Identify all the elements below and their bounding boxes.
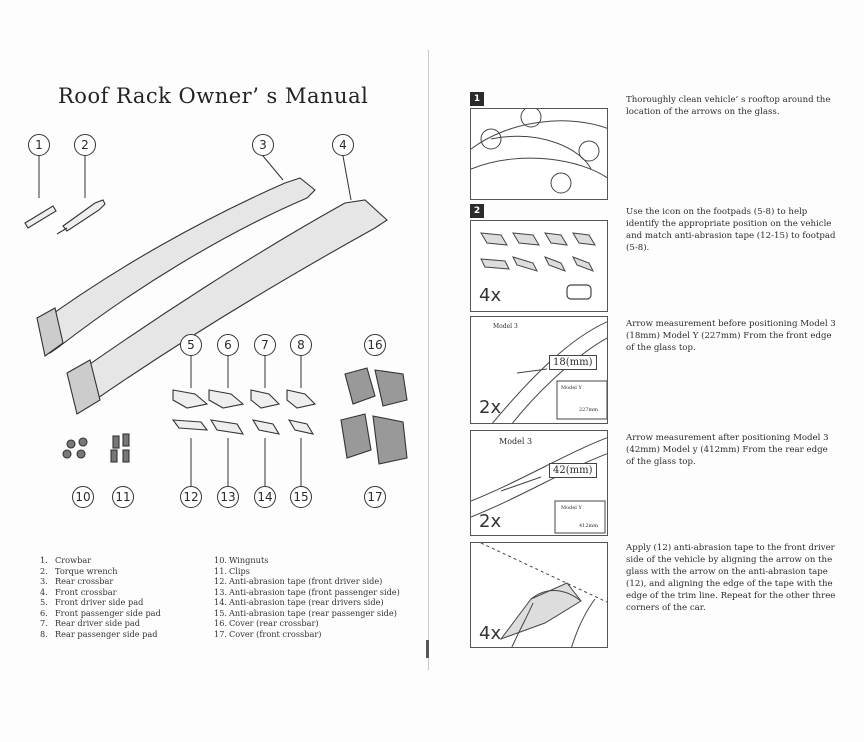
callout-15: 15 (290, 486, 312, 508)
callout-5: 5 (180, 334, 202, 356)
front-crossbar-illustration (69, 199, 388, 409)
legend-item: 5.Front driver side pad (40, 597, 144, 607)
parts-drawing (24, 155, 408, 488)
clips-illustration (110, 433, 130, 463)
step-5-text: Apply (12) anti-abrasion tape to the fro… (626, 543, 836, 613)
step-4-illustration: Model 3 42(mm) Model Y 412mm 2x (470, 430, 608, 536)
callout-11: 11 (112, 486, 134, 508)
step-3-measure-b: 227mm (579, 407, 599, 413)
legend-item: 14.Anti-abrasion tape (rear drivers side… (214, 597, 384, 607)
step-4-multiplier: 2x (479, 511, 502, 532)
legend-item: 6.Front passenger side pad (40, 607, 161, 618)
callout-17: 17 (364, 486, 386, 508)
car-roof-diagram (471, 109, 607, 194)
step-4-measure: 42(mm) (549, 463, 597, 478)
callout-7: 7 (254, 334, 276, 356)
pad-6-illustration (208, 389, 245, 409)
step-2-text: Use the icon on the footpads (5-8) to he… (626, 207, 836, 253)
pad-7-illustration (250, 389, 281, 409)
callout-13: 13 (217, 486, 239, 508)
legend-item: 7.Rear driver side pad (40, 618, 141, 628)
step-4-model-b: Model Y (561, 505, 582, 511)
legend-item: 1.Crowbar (40, 555, 92, 565)
cover-17a-illustration (340, 413, 372, 459)
step-4-text: Arrow measurement after positioning Mode… (626, 433, 829, 467)
parts-legend-col1: 1.Crowbar 2.Torque wrench 3.Rear crossba… (40, 555, 161, 639)
callout-2: 2 (74, 134, 96, 156)
step-3-illustration: Model 3 18(mm) Model Y 227mm 2x (470, 316, 608, 424)
fold-mark (426, 640, 429, 658)
tape-12-illustration (171, 419, 209, 431)
step-2-illustration: 4x (470, 220, 608, 312)
tape-15-illustration (287, 419, 315, 435)
callout-12: 12 (180, 486, 202, 508)
legend-item: 4.Front crossbar (40, 586, 117, 597)
rear-crossbar-illustration (39, 177, 316, 354)
callout-1: 1 (28, 134, 50, 156)
tape-14-illustration (251, 419, 281, 435)
step-3-multiplier: 2x (479, 397, 502, 418)
tape-application-diagram (480, 543, 607, 647)
legend-item: 2.Torque wrench (40, 565, 118, 576)
step-4-model-a: Model 3 (499, 437, 533, 446)
step-2-multiplier: 4x (479, 285, 502, 306)
legend-item: 3.Rear crossbar (40, 576, 114, 586)
page-divider (428, 50, 429, 670)
legend-item: 10.Wingnuts (214, 555, 269, 565)
callout-16: 16 (364, 334, 386, 356)
pad-5-illustration (172, 389, 209, 409)
cover-16b-illustration (374, 369, 408, 407)
callout-14: 14 (254, 486, 276, 508)
callout-8: 8 (290, 334, 312, 356)
step-3-model-a: Model 3 (493, 323, 518, 330)
step-2-number: 2 (470, 204, 484, 218)
legend-item: 15.Anti-abrasion tape (rear passenger si… (214, 607, 397, 618)
crowbar-illustration (24, 205, 57, 229)
legend-item: 17.Cover (front crossbar) (214, 628, 322, 639)
step-4-measure-b: 412mm (579, 523, 599, 529)
callout-3: 3 (252, 134, 274, 156)
cover-16a-illustration (344, 367, 376, 405)
legend-item: 12.Anti-abrasion tape (front driver side… (214, 576, 383, 586)
step-5-multiplier: 4x (479, 623, 502, 644)
rear-measurement-diagram (471, 437, 607, 534)
callout-4: 4 (332, 134, 354, 156)
callout-6: 6 (217, 334, 239, 356)
callout-10: 10 (72, 486, 94, 508)
parts-legend-col2: 10.Wingnuts 11.Clips 12.Anti-abrasion ta… (214, 555, 400, 639)
manual-title: Roof Rack Owner’ s Manual (58, 84, 369, 108)
step-1-number: 1 (470, 92, 484, 106)
step-1-text: Thoroughly clean vehicle’ s rooftop arou… (626, 95, 831, 117)
legend-item: 16.Cover (rear crossbar) (214, 618, 319, 628)
step-3-text: Arrow measurement before positioning Mod… (626, 319, 836, 353)
legend-item: 8.Rear passenger side pad (40, 628, 158, 639)
wingnuts-illustration (62, 437, 88, 459)
step-5-illustration: 4x (470, 542, 608, 648)
step-1-illustration (470, 108, 608, 200)
torque-wrench-illustration (62, 199, 106, 232)
pads-and-tapes-diagram (480, 232, 596, 300)
step-3-measure: 18(mm) (549, 355, 597, 370)
step-3-model-b: Model Y (561, 385, 582, 391)
cover-17b-illustration (372, 415, 408, 465)
pad-8-illustration (286, 389, 317, 409)
legend-item: 13.Anti-abrasion tape (front passenger s… (214, 586, 400, 597)
legend-item: 11.Clips (214, 565, 250, 576)
tape-13-illustration (209, 419, 245, 435)
